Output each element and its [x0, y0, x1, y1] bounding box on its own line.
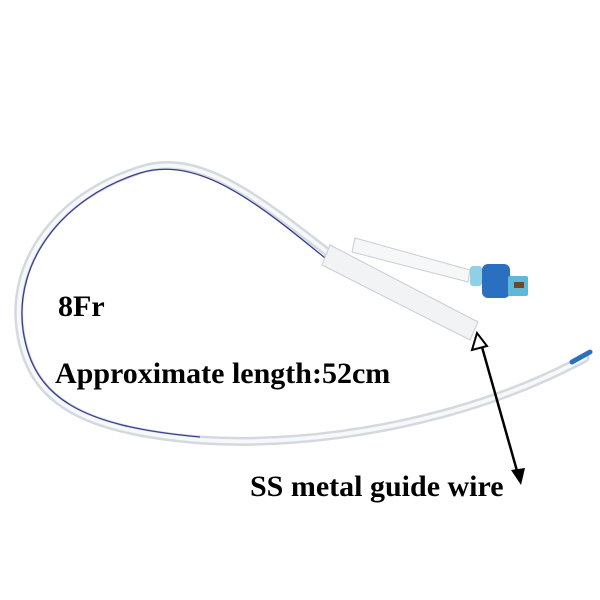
catheter-tip — [569, 349, 593, 365]
guide-wire-label: SS metal guide wire — [250, 470, 504, 503]
length-label: Approximate length:52cm — [55, 357, 391, 390]
guide-wire-pointer-arrow — [470, 330, 525, 485]
balloon-valve — [470, 264, 528, 298]
guide-wire — [21, 168, 471, 438]
size-label: 8Fr — [58, 290, 105, 323]
catheter-funnel — [321, 237, 479, 341]
